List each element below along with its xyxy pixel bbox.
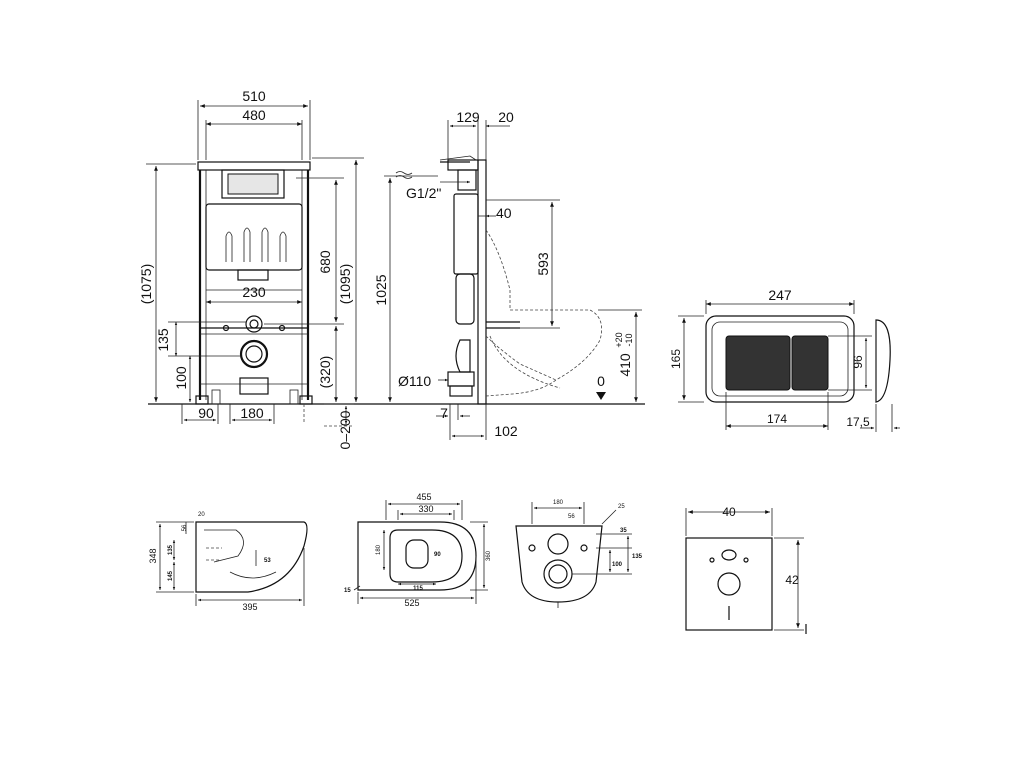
- dim-top-360: 360: [486, 550, 492, 561]
- dim-top-180: 180: [376, 544, 382, 555]
- dim-plate-thickness: 17,5: [846, 415, 870, 429]
- dim-bowl-length-395: 395: [242, 602, 257, 612]
- dim-top-455: 455: [416, 492, 431, 502]
- dim-bowl-tol-minus: -10: [624, 333, 634, 346]
- dim-back-35: 35: [620, 528, 627, 534]
- dim-drain-height: (320): [317, 356, 333, 389]
- label-zero: 0: [597, 373, 605, 389]
- dim-pipe-spacing: 230: [242, 284, 266, 300]
- dim-top-525: 525: [404, 598, 419, 608]
- dim-depth-129: 129: [456, 109, 480, 125]
- dim-offset-upper: 135: [155, 328, 171, 352]
- dim-bowl-height: 410: [617, 353, 633, 377]
- bowl-side-view: 348 135 145 56 20 53 395: [148, 512, 308, 612]
- dim-foot-center: 180: [240, 405, 264, 421]
- dim-width-inner: 480: [242, 107, 266, 123]
- frame-side-view: G1/2" 129 20 40 1025 593 410 +20 -10 0 Ø…: [373, 109, 642, 440]
- dim-bowl-56: 56: [182, 524, 188, 531]
- dim-height-593: 593: [535, 252, 551, 276]
- dim-gasket-width: 40: [722, 505, 736, 519]
- label-water-inlet: G1/2": [406, 185, 441, 201]
- dim-height-outer: (1075): [138, 264, 154, 304]
- dim-floor-range: 0–200: [337, 410, 353, 449]
- dim-top-115: 115: [413, 586, 423, 592]
- dim-bowl-tol-plus: +20: [614, 332, 624, 347]
- dim-back-100: 100: [612, 562, 623, 568]
- dim-cistern-height: 680: [317, 250, 333, 274]
- dim-depth-20: 20: [498, 109, 514, 125]
- dim-offset-40: 40: [496, 205, 512, 221]
- dim-top-90: 90: [434, 552, 441, 558]
- dim-bowl-135: 135: [168, 544, 174, 555]
- dim-back-25: 25: [618, 504, 625, 510]
- dim-plate-height-outer: 165: [669, 349, 683, 369]
- dim-bowl-20: 20: [198, 512, 205, 518]
- bowl-top-view: 455 330 180 90 360 15 115 525: [344, 492, 492, 608]
- frame-front-view: 510 480 230 (1075) 135 100 680 (320) (10…: [138, 88, 364, 449]
- dim-offset-102: 102: [494, 423, 518, 439]
- dim-height-total: (1095): [337, 264, 353, 304]
- dim-top-330: 330: [418, 504, 433, 514]
- dim-back-56: 56: [568, 514, 575, 520]
- dim-top-15: 15: [344, 588, 351, 594]
- sound-gasket-view: 40 42: [685, 505, 807, 634]
- dim-foot-left: 90: [198, 405, 214, 421]
- dim-back-180: 180: [553, 500, 564, 506]
- dim-drain-diameter: Ø110: [398, 373, 431, 389]
- dim-plate-width-inner: 174: [767, 412, 787, 426]
- dim-height-1025: 1025: [373, 274, 389, 305]
- dim-plate-height-inner: 96: [851, 355, 865, 369]
- dim-bowl-53: 53: [264, 558, 271, 564]
- dim-plate-width-outer: 247: [768, 287, 792, 303]
- dim-gap-7: 7: [440, 405, 448, 421]
- dim-offset-lower: 100: [173, 366, 189, 390]
- bowl-back-view: 180 25 56 35 135 100: [515, 500, 643, 608]
- dim-width-outer: 510: [242, 88, 266, 104]
- flush-plate-view: 247 174 165 96 17,5: [669, 287, 900, 432]
- dim-gasket-height: 42: [785, 573, 799, 587]
- dim-bowl-145: 145: [168, 570, 174, 581]
- dim-back-135: 135: [632, 554, 643, 560]
- dim-bowl-height-348: 348: [148, 548, 158, 563]
